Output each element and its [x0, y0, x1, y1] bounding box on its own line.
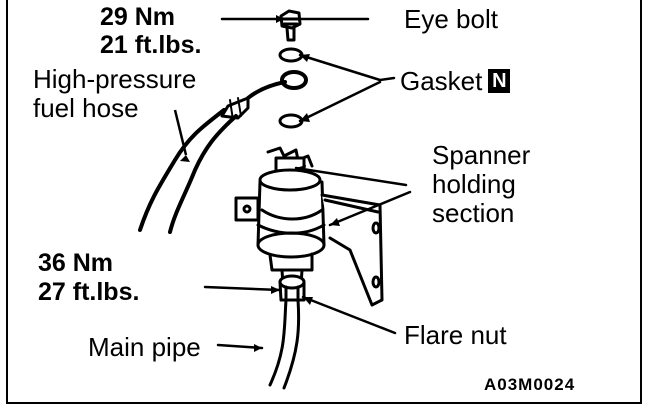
- eye-bolt-label: Eye bolt: [404, 4, 498, 34]
- gasket-label-text: Gasket: [400, 66, 483, 96]
- new-part-badge: N: [488, 69, 511, 94]
- hose-leader-line: [173, 109, 188, 156]
- eye-bolt-part: [279, 9, 302, 42]
- leader-arrowheads: [180, 15, 340, 352]
- eye-fitting-ring: [280, 70, 308, 90]
- figure-code-label: A03M0024: [484, 375, 576, 394]
- flare-nut-label: Flare nut: [404, 320, 507, 350]
- hose-label-line2: fuel hose: [33, 93, 139, 123]
- top-torque-ftlbs-label: 21 ft.lbs.: [100, 31, 202, 59]
- leader-lines: [203, 17, 412, 350]
- main-pipe-part: [268, 298, 301, 390]
- spanner-label-line1: Spanner: [432, 140, 531, 170]
- hose-label-line1: High-pressure: [33, 64, 197, 94]
- flare-nut-part: [278, 274, 306, 302]
- spanner-label-line3: section: [432, 198, 515, 228]
- lower-gasket-ring: [278, 113, 304, 129]
- bottom-torque-ftlbs-label: 27 ft.lbs.: [38, 278, 140, 306]
- bottom-torque-nm-label: 36 Nm: [38, 249, 114, 277]
- top-torque-nm-label: 29 Nm: [100, 3, 176, 31]
- upper-gasket-ring: [278, 47, 304, 63]
- figure-border: [6, 0, 642, 404]
- high-pressure-fuel-hose: [138, 80, 287, 234]
- spanner-label-line2: holding: [432, 169, 516, 199]
- main-pipe-label: Main pipe: [88, 332, 201, 362]
- fuel-filter-body: [256, 146, 326, 287]
